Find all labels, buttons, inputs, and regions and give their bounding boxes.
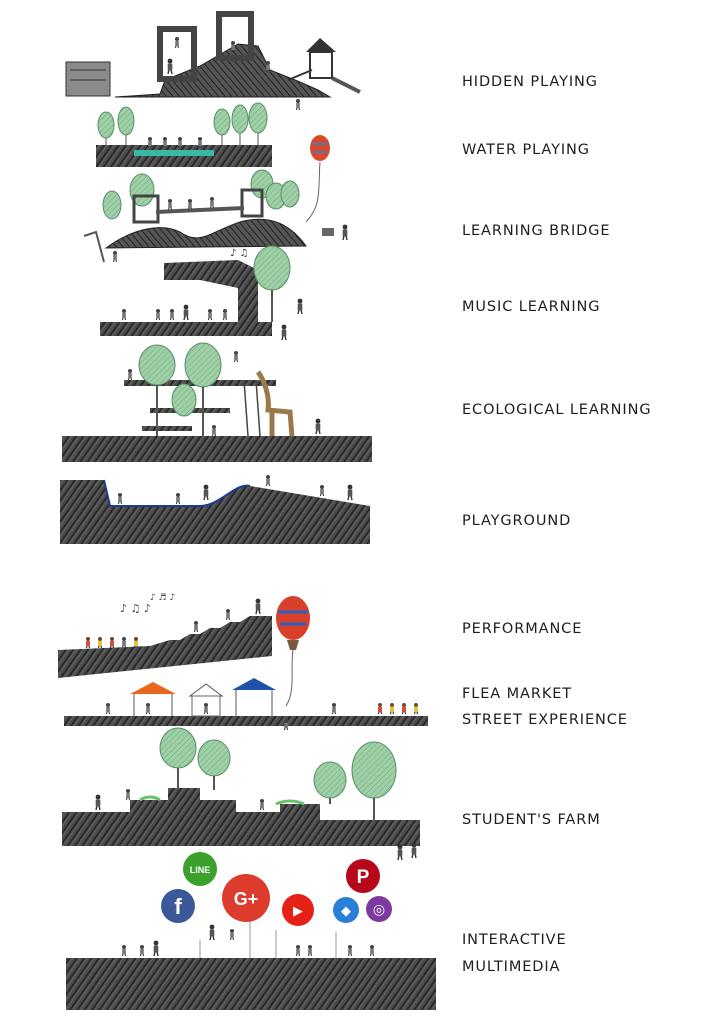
svg-text:♪ ♬ ♪: ♪ ♬ ♪ — [150, 593, 175, 603]
label-water-playing: WATER PLAYING — [462, 142, 590, 158]
label-hidden-playing: HIDDEN PLAYING — [462, 74, 598, 90]
svg-text:P: P — [357, 867, 370, 888]
label-interactive: INTERACTIVE — [462, 932, 567, 948]
ecological-learning-section — [62, 342, 372, 462]
label-performance: PERFORMANCE — [462, 621, 583, 637]
svg-text:▶: ▶ — [293, 904, 303, 919]
svg-text:♪ ♫: ♪ ♫ — [230, 248, 249, 259]
social-icons: LINE f G+ ▶ P ◆ ◎ — [161, 852, 392, 926]
label-ecological-learning: ECOLOGICAL LEARNING — [462, 402, 652, 418]
line-icon: LINE — [183, 852, 217, 886]
label-playground: PLAYGROUND — [462, 513, 572, 529]
flea-market-section — [64, 678, 428, 731]
label-flea-market: FLEA MARKET — [462, 686, 573, 702]
dropbox-icon: ◆ — [333, 897, 359, 923]
performance-section: ♪ ♫ ♪ ♪ ♬ ♪ — [58, 593, 310, 707]
water-playing-section — [96, 102, 330, 223]
learning-bridge-section — [83, 169, 349, 263]
svg-text:◎: ◎ — [373, 902, 385, 918]
hidden-playing-section — [65, 11, 361, 111]
label-learning-bridge: LEARNING BRIDGE — [462, 223, 611, 239]
label-students-farm: STUDENT'S FARM — [462, 812, 601, 828]
label-multimedia: MULTIMEDIA — [462, 959, 561, 975]
svg-text:♪ ♫ ♪: ♪ ♫ ♪ — [120, 602, 151, 615]
instagram-icon: ◎ — [366, 896, 392, 922]
youtube-icon: ▶ — [282, 894, 314, 926]
label-street-experience: STREET EXPERIENCE — [462, 712, 628, 728]
students-farm-section — [62, 727, 420, 861]
svg-text:f: f — [174, 894, 182, 919]
svg-text:LINE: LINE — [190, 865, 211, 875]
music-learning-section: ♪ ♫ — [100, 245, 304, 341]
label-music-learning: MUSIC LEARNING — [462, 299, 601, 315]
playground-section — [60, 474, 370, 544]
interactive-multimedia-section — [66, 920, 436, 1010]
svg-text:◆: ◆ — [341, 904, 351, 919]
pinterest-icon: P — [346, 859, 380, 893]
google-plus-icon: G+ — [222, 874, 270, 922]
svg-text:G+: G+ — [234, 889, 259, 909]
facebook-icon: f — [161, 889, 195, 923]
